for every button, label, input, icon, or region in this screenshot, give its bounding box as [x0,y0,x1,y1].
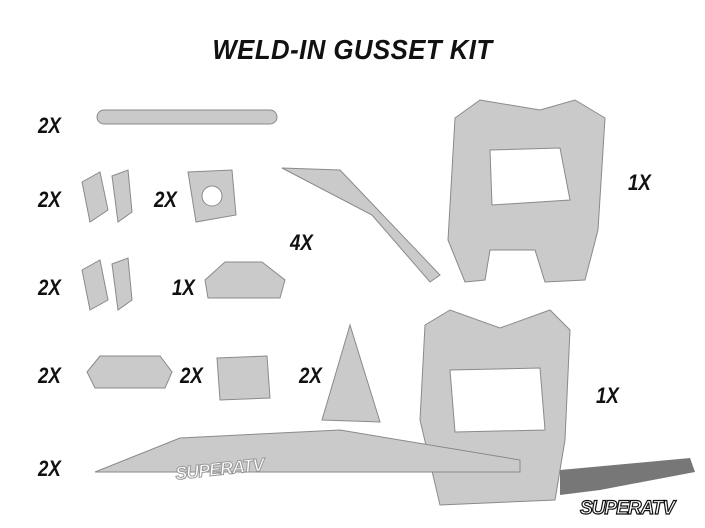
saddle-part [204,261,286,299]
qty-long-bar: 2X [38,113,61,138]
qty-saddle: 1X [172,275,195,300]
triangle-part [321,323,381,423]
page-title: WELD-IN GUSSET KIT [212,34,493,65]
qty-triangle: 2X [299,363,322,388]
qty-upper-mount: 1X [628,170,651,195]
qty-skid-plate: 2X [38,456,61,481]
angled-plate-part [281,167,441,283]
bracket-a-part [81,169,133,223]
qty-bracket-b: 2X [38,275,61,300]
long-bar-part [96,109,278,125]
lower-mount-extension [560,458,695,495]
bracket-b-part [81,257,133,311]
lower-mount-window [449,367,546,433]
qty-notched-plate: 2X [38,363,61,388]
upper-mount-window [489,147,571,206]
flat-plate-part [216,355,271,401]
notched-plate-part [86,355,173,389]
skid-plate-part [94,429,521,473]
qty-lower-mount: 1X [596,383,619,408]
qty-bracket-a: 2X [38,187,61,212]
qty-flat-plate: 2X [180,363,203,388]
qty-clip-plate: 2X [154,187,177,212]
brand-logo: SUPERATV [579,497,675,519]
qty-angled-plate: 4X [290,230,313,255]
